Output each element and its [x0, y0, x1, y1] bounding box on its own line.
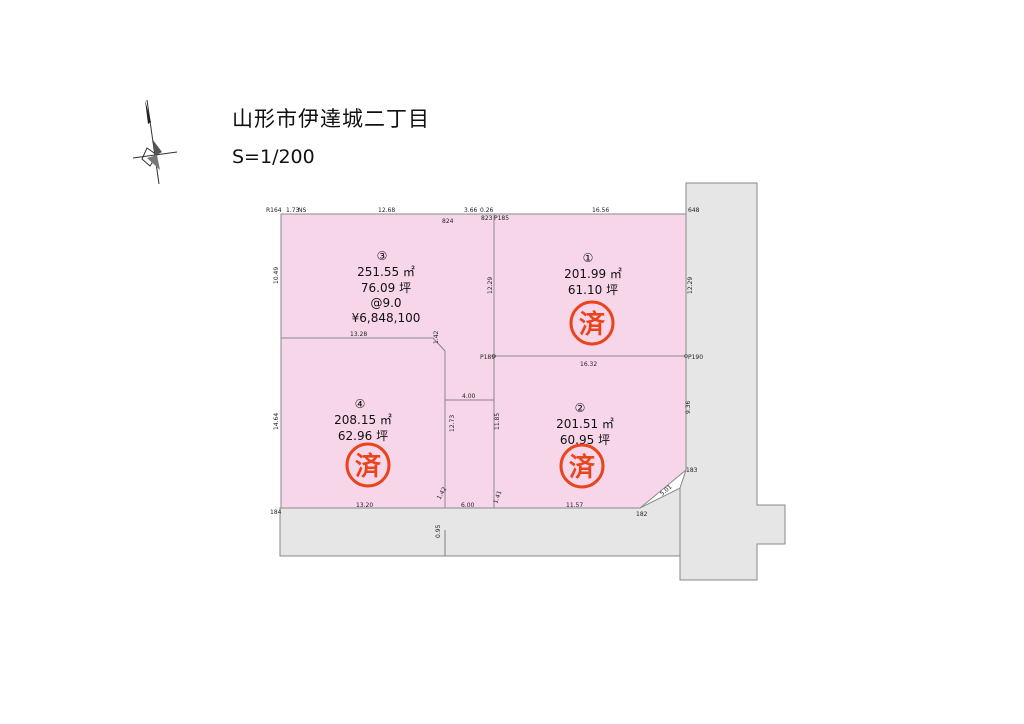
dimension-label: 16.56: [592, 207, 609, 214]
north-arrow-icon: [132, 99, 178, 185]
dimension-label: 16.32: [580, 361, 597, 368]
marker-label: P189: [480, 354, 495, 361]
marker-label: 823: [481, 215, 493, 222]
dimension-label: 3.66: [464, 207, 478, 214]
marker-label: P190: [688, 354, 703, 361]
lot-area-tsubo: 61.10 坪: [568, 283, 618, 297]
lot-number: ③: [377, 249, 388, 263]
lot-unit-price: @9.0: [370, 296, 401, 310]
marker-label: 648: [688, 207, 700, 214]
lot-price: ¥6,848,100: [352, 311, 421, 325]
svg-text:済: 済: [355, 451, 382, 482]
lot-area-sqm: 251.55 ㎡: [357, 265, 415, 279]
sold-stamp: 済: [569, 300, 615, 346]
dimension-label: 6.00: [461, 502, 475, 509]
marker-label: 183: [686, 467, 698, 474]
dimension-label: 9.36: [685, 400, 692, 414]
dimension-label: 4.00: [462, 393, 476, 400]
marker-label: 182: [636, 511, 648, 518]
lot-area-tsubo: 60.95 坪: [560, 433, 610, 447]
map-scale: S=1/200: [232, 146, 315, 168]
lot-number: ④: [355, 397, 366, 411]
dimension-label: 0.95: [435, 524, 442, 538]
dimension-label: 11.85: [494, 413, 501, 430]
lot-area-tsubo: 76.09 坪: [361, 281, 411, 295]
map-title: 山形市伊達城二丁目: [232, 107, 430, 131]
lot-number: ①: [583, 251, 594, 265]
lot-1-labels: ① 201.99 ㎡ 61.10 坪: [564, 251, 622, 297]
lot-2-labels: ② 201.51 ㎡ 60.95 坪: [556, 401, 614, 447]
sold-stamp: 済: [345, 442, 391, 488]
road-east: [679, 182, 786, 581]
marker-label: P185: [494, 215, 509, 222]
dimension-label: 12.68: [378, 207, 395, 214]
dimension-label: 11.57: [566, 502, 583, 509]
lot-4-parcel: [280, 337, 446, 509]
dimension-label: 12.29: [487, 277, 494, 294]
boundary-markers: R164 NS 824 823 P185 648 P189 P190 183 1…: [266, 207, 703, 518]
dimension-label: 0.26: [480, 207, 494, 214]
dimension-label: 10.49: [273, 267, 280, 284]
svg-text:済: 済: [569, 452, 596, 483]
lot-2-parcel: [493, 355, 687, 509]
sold-stamp: 済: [559, 443, 605, 489]
lot-3-labels: ③ 251.55 ㎡ 76.09 坪 @9.0 ¥6,848,100: [352, 249, 421, 325]
dimension-label: 1.41: [492, 490, 503, 505]
dimension-label: 12.29: [687, 277, 694, 294]
marker-label: NS: [298, 207, 306, 214]
dimension-label: 13.20: [356, 502, 373, 509]
marker-label: R164: [266, 207, 282, 214]
dimension-label: 12.73: [449, 415, 456, 432]
dimension-label: 14.64: [273, 413, 280, 430]
lot-number: ②: [575, 401, 586, 415]
svg-text:済: 済: [579, 309, 606, 340]
marker-label: 184: [270, 509, 282, 516]
marker-label: 824: [442, 218, 454, 225]
lot-area-sqm: 201.99 ㎡: [564, 267, 622, 281]
dimension-label: 13.28: [350, 331, 367, 338]
dimension-label: 1.42: [433, 330, 440, 344]
dimension-label: 1.73: [286, 207, 300, 214]
lot-4-labels: ④ 208.15 ㎡ 62.96 坪: [334, 397, 392, 443]
lot-area-sqm: 208.15 ㎡: [334, 413, 392, 427]
lot-area-sqm: 201.51 ㎡: [556, 417, 614, 431]
lot-area-tsubo: 62.96 坪: [338, 429, 388, 443]
